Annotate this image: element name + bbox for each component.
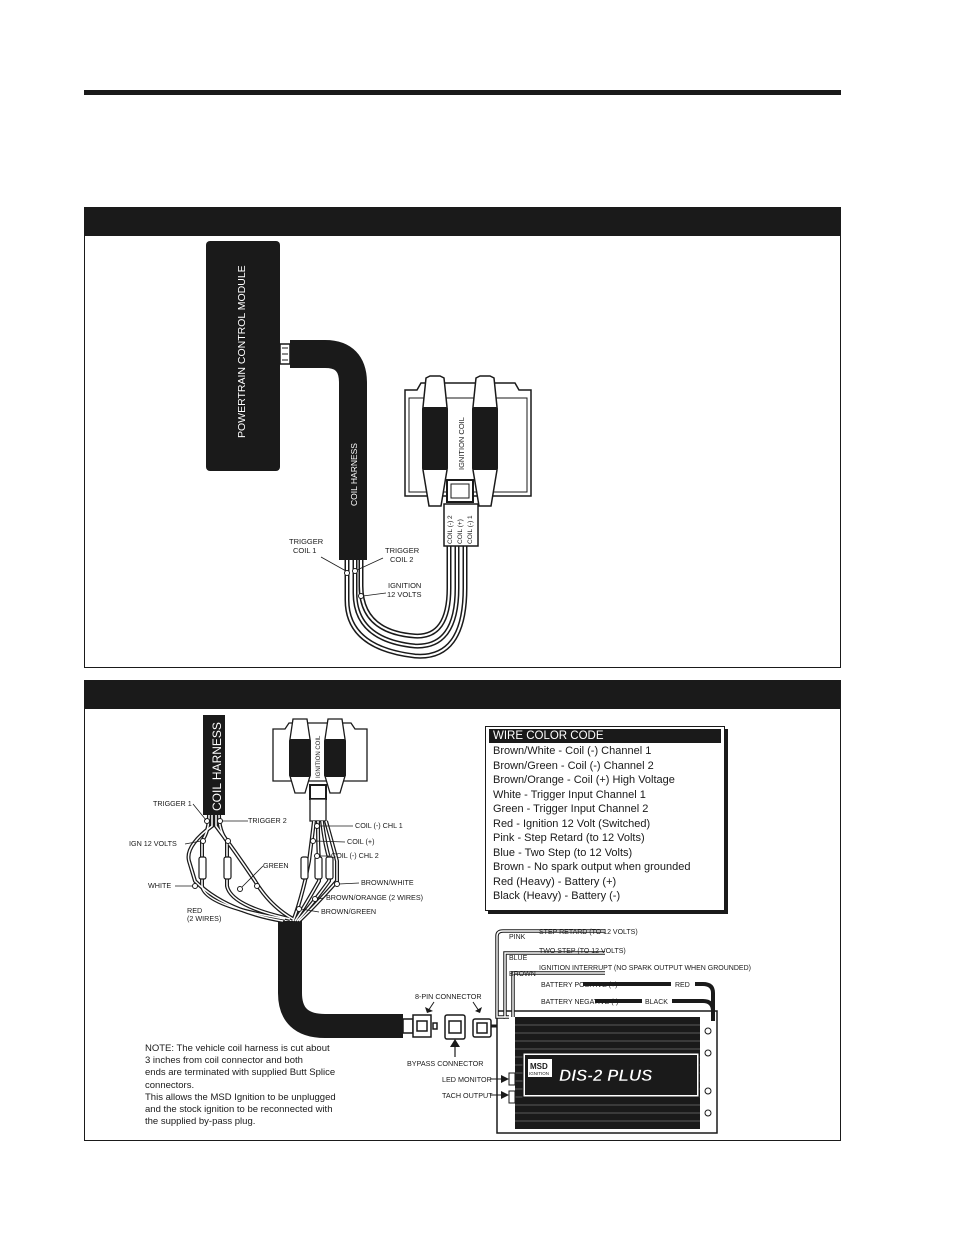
- trigger1-label: TRIGGER 1: [153, 799, 192, 808]
- note-line: NOTE: The vehicle coil harness is cut ab…: [145, 1043, 330, 1054]
- msd-wiring-panel: COIL HARNESS IGNITION COIL: [84, 680, 841, 1140]
- panel-header-bar: [85, 208, 840, 236]
- legend-row: White - Trigger Input Channel 1: [493, 788, 646, 801]
- legend-row: Blue - Two Step (to 12 Volts): [493, 846, 633, 859]
- brown-white-label: BROWN/WHITE: [361, 878, 414, 887]
- legend-row: Black (Heavy) - Battery (-): [493, 890, 621, 902]
- pin-label: COIL (+): [457, 519, 464, 544]
- blue-wire-label: BLUE: [509, 955, 528, 962]
- legend-row: Brown/Orange - Coil (+) High Voltage: [493, 774, 675, 786]
- box-brand: MSD: [530, 1062, 548, 1071]
- powertrain-control-module: [206, 241, 280, 471]
- module-label: POWERTRAIN CONTROL MODULE: [236, 265, 248, 438]
- panel-header-bar: [85, 681, 840, 709]
- legend-row: Red - Ignition 12 Volt (Switched): [493, 817, 651, 830]
- harness-note: NOTE: The vehicle coil harness is cut ab…: [145, 1043, 380, 1128]
- bypass-connector: [444, 1014, 492, 1040]
- harness-label: COIL HARNESS: [210, 722, 224, 811]
- coil-pin-block: [443, 503, 479, 547]
- pink-wire-label: PINK: [509, 934, 526, 941]
- battery-positive-label: BATTERY POSITIVE (+): [541, 982, 617, 989]
- pin-label: COIL (-) 2: [447, 515, 454, 544]
- coil-chl2-label: COIL (-) CHL 2: [331, 851, 379, 860]
- coil-harness-lower: [278, 921, 403, 1038]
- bypass-label: BYPASS CONNECTOR: [407, 1059, 483, 1068]
- tach-output-label: TACH OUTPUT: [442, 1091, 493, 1100]
- legend-row: Brown - No spark output when grounded: [493, 861, 691, 873]
- wire-color-legend: WIRE COLOR CODE Brown/White - Coil (-) C…: [485, 726, 725, 911]
- harness-label: COIL HARNESS: [349, 443, 359, 506]
- legend-row: Pink - Step Retard (to 12 Volts): [493, 832, 645, 844]
- green-wire-label: GREEN: [263, 861, 289, 870]
- box-model: DIS-2 PLUS: [559, 1066, 653, 1085]
- stock-wiring-panel: POWERTRAIN CONTROL MODULE COIL HARNESS I…: [84, 207, 841, 668]
- stock-wiring-diagram: POWERTRAIN CONTROL MODULE COIL HARNESS I…: [206, 241, 532, 659]
- note-line: and the stock ignition to be reconnected…: [145, 1104, 333, 1116]
- top-rule: [84, 90, 841, 95]
- note-line: the supplied by-pass plug.: [145, 1116, 256, 1128]
- coil-harness-upper: [203, 715, 225, 815]
- step-retard-label: STEP RETARD (TO 12 VOLTS): [539, 929, 638, 936]
- legend-row: Green - Trigger Input Channel 2: [493, 803, 649, 815]
- msd-wiring-diagram: COIL HARNESS IGNITION COIL: [129, 715, 751, 1134]
- eight-pin-label: 8-PIN CONNECTOR: [415, 992, 482, 1001]
- eight-pin-connector: [402, 1014, 438, 1038]
- coil-label: IGNITION COIL: [316, 735, 322, 778]
- note-line: ends are terminated with supplied Butt S…: [145, 1067, 336, 1079]
- legend-row: Red (Heavy) - Battery (+): [493, 875, 617, 888]
- coil-label: IGNITION COIL: [457, 417, 466, 470]
- ign12-label: IGN 12 VOLTS: [129, 839, 177, 848]
- white-wire-label: WHITE: [148, 881, 171, 890]
- legend-row: Brown/Green - Coil (-) Channel 2: [493, 759, 654, 772]
- note-line: 3 inches from coil connector and both: [145, 1055, 303, 1067]
- battery-negative-label: BATTERY NEGATIVE (-): [541, 999, 618, 1006]
- led-monitor-label: LED MONITOR: [442, 1075, 492, 1084]
- legend-title: WIRE COLOR CODE: [489, 729, 721, 743]
- coil-chl1-label: COIL (-) CHL 1: [355, 821, 403, 830]
- trigger2-label: TRIGGER 2: [248, 816, 287, 825]
- brown-green-label: BROWN/GREEN: [321, 907, 376, 916]
- two-step-label: TWO STEP (TO 12 VOLTS): [539, 948, 626, 955]
- black-heavy-label: BLACK: [645, 999, 668, 1006]
- note-line: connectors.: [145, 1079, 195, 1091]
- red-wire-label: RED(2 WIRES): [187, 906, 221, 923]
- box-brand-sub: IGNITION: [529, 1071, 549, 1076]
- ignition-interrupt-label: IGNITION INTERRUPT (NO SPARK OUTPUT WHEN…: [539, 965, 751, 972]
- brown-wire-label: BROWN: [509, 971, 536, 978]
- bottom-rule: [84, 1140, 841, 1141]
- coil-harness: [290, 340, 367, 560]
- red-heavy-label: RED: [675, 982, 690, 989]
- brown-orange-label: BROWN/ORANGE (2 WIRES): [326, 893, 423, 902]
- wire-c: [358, 513, 452, 639]
- coil-plus-label: COIL (+): [347, 837, 375, 846]
- pin-label: COIL (-) 1: [467, 515, 474, 544]
- note-line: This allows the MSD Ignition to be unplu…: [145, 1091, 336, 1103]
- legend-row: Brown/White - Coil (-) Channel 1: [493, 745, 652, 757]
